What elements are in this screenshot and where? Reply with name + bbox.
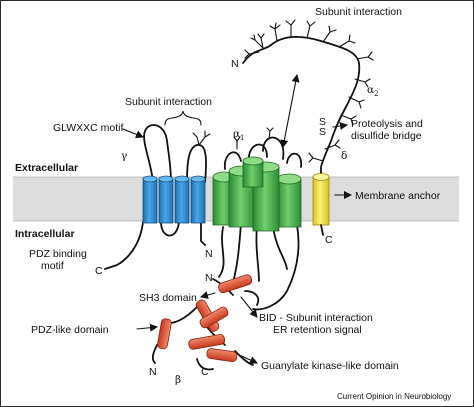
beta-c-terminus: C (201, 366, 209, 378)
sh3-arrow (200, 291, 216, 299)
membrane-anchor-label: Membrane anchor (355, 190, 441, 202)
extracellular-label: Extracellular (15, 162, 78, 174)
disulfide-s1: S (319, 116, 326, 128)
pdz-binding-label-2: motif (41, 260, 64, 272)
bid-label-2: ER retention signal (273, 324, 362, 336)
disulfide-s2: S (319, 126, 326, 138)
alpha2-chain (242, 36, 361, 174)
alpha1-glycosylation (233, 127, 274, 150)
credit-label: Current Opinion in Neurobiology (337, 392, 451, 401)
subunit-interaction-mid-label: Subunit interaction (125, 96, 212, 108)
beta-n-terminus-bottom: N (149, 366, 157, 378)
intracellular-label: Intracellular (15, 228, 75, 240)
gamma-chain-loops (104, 124, 207, 270)
alpha1-label: α (233, 128, 240, 140)
delta-c-terminus: C (325, 234, 333, 246)
alpha1-cylinders (212, 156, 302, 232)
gamma-c-terminus: C (95, 265, 103, 277)
gamma-glycosylation (192, 130, 211, 146)
glwxxc-motif-label: GLWXXC motif (53, 122, 123, 134)
pdz-like-domain-label: PDZ-like domain (31, 324, 109, 336)
subunit-interaction-brace (164, 110, 202, 126)
guanylate-kinase-label: Guanylate kinase-like domain (261, 360, 399, 372)
gamma-label: γ (121, 150, 127, 162)
alpha2-label-sub: 2 (374, 90, 378, 98)
pdz-like-arrow (136, 323, 158, 332)
alpha1-label-sub: 1 (240, 134, 244, 142)
beta-n-terminus-top: N (205, 272, 213, 284)
beta-helices (157, 274, 253, 363)
subunit-interaction-top-label: Subunit interaction (315, 6, 402, 18)
gamma-n-terminus: N (205, 248, 213, 260)
proteolysis-label-2: disulfide bridge (351, 130, 422, 142)
pdz-binding-label-1: PDZ binding (29, 248, 87, 260)
sh3-domain-label: SH3 domain (139, 292, 197, 304)
proteolysis-arrow (332, 122, 348, 130)
delta-chain-intracellular (320, 224, 324, 236)
bid-arrow (240, 296, 258, 318)
beta-label: β (175, 374, 181, 386)
delta-anchor-cylinder (312, 173, 330, 226)
gamma-cylinders (142, 175, 206, 224)
proteolysis-label-1: Proteolysis and (351, 118, 423, 130)
alpha2-glycosylation-trees (244, 19, 374, 126)
alpha2-label: α (367, 84, 374, 96)
glwxxc-arrow (122, 128, 144, 139)
subunit-interaction-arrow (280, 74, 300, 148)
bid-label-1: BID - Subunit interaction (259, 312, 373, 324)
alpha2-n-terminus: N (231, 58, 239, 70)
delta-label: δ (341, 150, 347, 162)
guanylate-kinase-arrow (238, 354, 258, 364)
delta-glycosylation-trees (308, 139, 341, 163)
